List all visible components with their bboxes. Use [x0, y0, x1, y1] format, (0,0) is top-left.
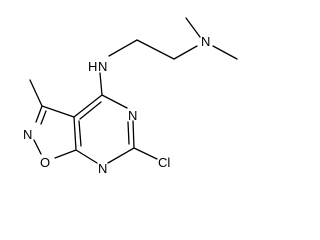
atom-label-n-isoxazole: N — [23, 127, 32, 142]
atom-label-n-dimethyl: N — [201, 34, 210, 49]
atom-label-n-pyrimidine-top: N — [128, 108, 137, 123]
bond-c3-methyl — [29, 79, 43, 107]
bond-n-c3-inner — [40, 110, 47, 125]
atom-label-n-pyrimidine-bottom: N — [98, 161, 107, 176]
bond-c3a-c4 — [73, 94, 103, 118]
atom-label-o-isoxazole: O — [40, 155, 50, 170]
atom-label-n-amine: N — [98, 59, 107, 74]
bond-c3-c3a — [41, 105, 75, 118]
bond-c7a-c3a — [73, 116, 77, 151]
bond-c3a-c4-inner — [79, 101, 102, 120]
bond-ch2-ch2 — [136, 39, 175, 60]
bond-ch2-nh — [108, 39, 138, 57]
bond-c7a-c3a-inner — [78, 120, 82, 147]
bond-nme2-ch2 — [173, 45, 198, 60]
bond-nme2-methyl-left — [185, 17, 201, 38]
bond-nh-c4 — [99, 72, 103, 96]
bond-c6-n7 — [107, 147, 135, 164]
bond-o-n — [33, 139, 42, 155]
molecule-structure: N H N N N N O Cl — [23, 17, 238, 176]
bond-nme2-methyl-right — [212, 45, 238, 60]
bond-n5-c6-inner — [127, 121, 130, 145]
bond-c7a-o — [54, 149, 77, 159]
bond-c4-n5 — [101, 94, 128, 109]
atom-label-chlorine: Cl — [158, 155, 170, 170]
bond-n7-c7a — [75, 149, 98, 164]
bond-n-c3 — [35, 105, 43, 123]
bond-n5-c6 — [132, 120, 135, 149]
atom-label-h-amine: H — [88, 59, 97, 74]
bond-c6-cl — [133, 147, 158, 160]
